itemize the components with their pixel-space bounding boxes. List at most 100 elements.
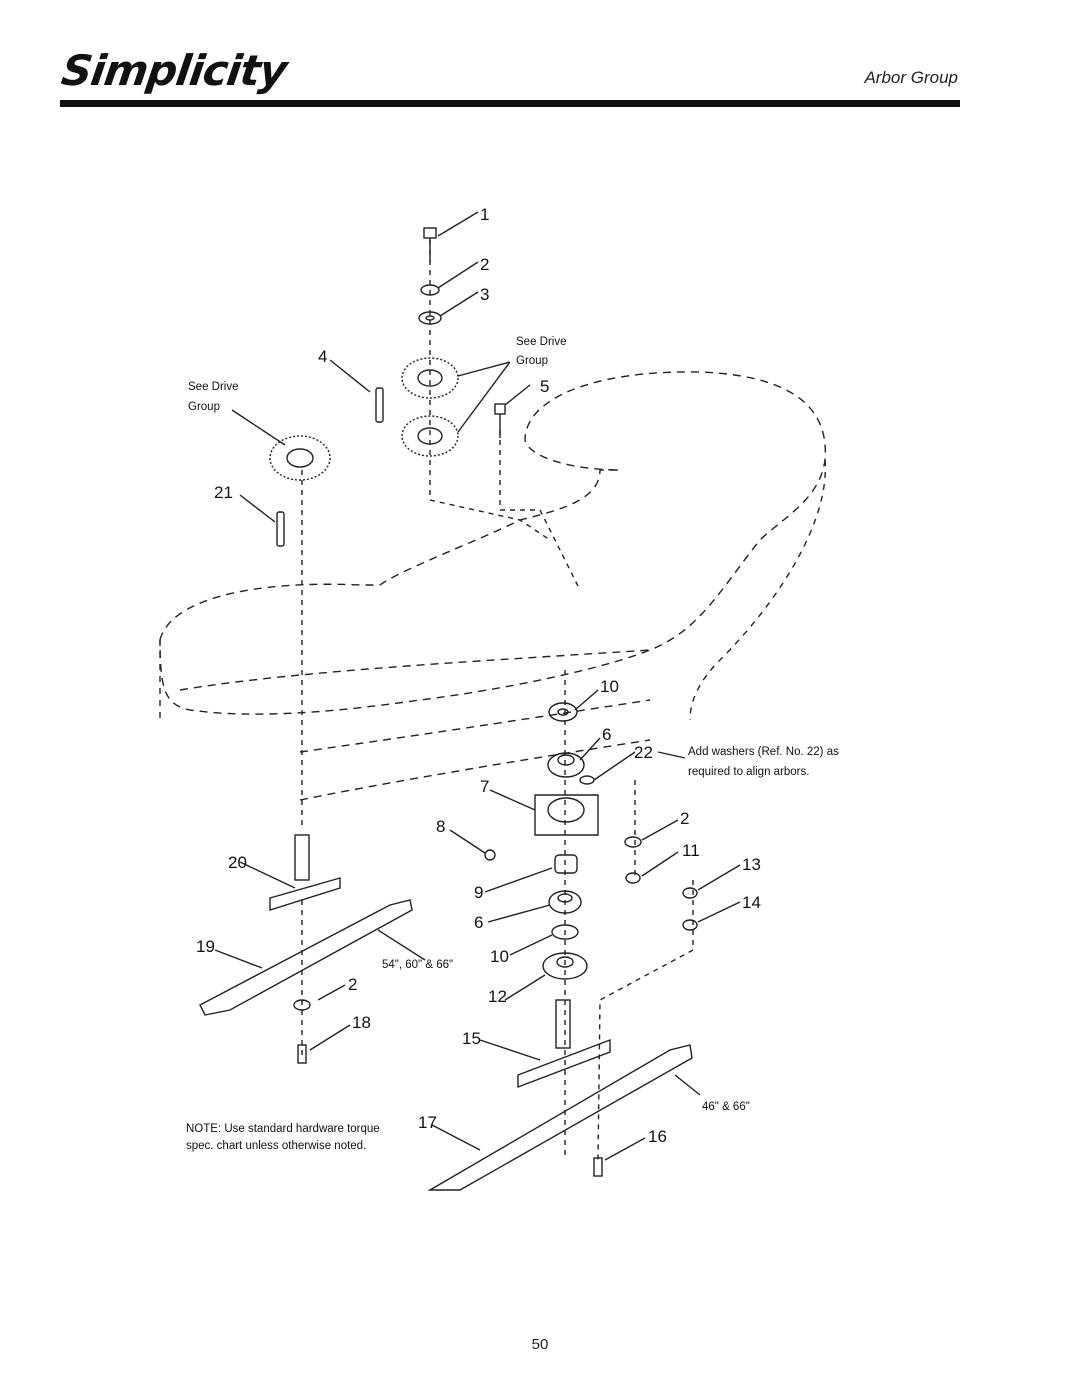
see-drive-label-right-1: See Drive (516, 336, 567, 348)
callout-21: 21 (214, 483, 233, 502)
bolt-5 (494, 403, 506, 415)
axis-link-center (429, 499, 551, 541)
leader-16 (604, 1137, 646, 1161)
axis-link-right (597, 949, 694, 1161)
leader-18 (309, 1024, 351, 1051)
deck-right-edge (689, 459, 827, 721)
callout-5: 5 (540, 377, 549, 396)
leader-2 (437, 261, 479, 289)
leader-22 (593, 751, 636, 781)
spacer-10-upper (548, 702, 578, 722)
leader-5 (504, 384, 531, 406)
leader-see-drive-left (231, 409, 286, 446)
housing-7 (534, 794, 599, 836)
leader-17 (431, 1124, 481, 1151)
callout-10-lower: 10 (490, 947, 509, 966)
callout-15: 15 (462, 1029, 481, 1048)
page-number: 50 (531, 1336, 549, 1353)
leader-see-drive-right-b (457, 361, 511, 433)
leader-blade-small (674, 1074, 701, 1096)
callout-8: 8 (436, 817, 445, 836)
callout-19: 19 (196, 937, 215, 956)
leader-4 (329, 359, 371, 393)
leader-12 (504, 974, 546, 1001)
leader-1 (437, 211, 479, 237)
callout-2: 2 (480, 255, 489, 274)
leader-11 (641, 851, 679, 877)
washer-3 (418, 311, 442, 325)
callout-6-lower: 6 (474, 913, 483, 932)
leader-13 (697, 864, 741, 891)
deck-outline (159, 371, 826, 715)
leader-21 (239, 494, 276, 523)
lock-washer-2 (420, 284, 440, 296)
washer-14 (682, 919, 698, 931)
leader-3 (439, 291, 479, 317)
callout-11: 11 (682, 841, 700, 860)
see-drive-label-left-2: Group (188, 401, 220, 413)
washer-13 (682, 887, 698, 899)
callout-13: 13 (742, 855, 761, 874)
callout-1: 1 (480, 205, 489, 224)
leader-9 (484, 867, 553, 893)
key-4 (375, 387, 384, 423)
axis-link-5 (499, 430, 581, 591)
leader-6 (579, 737, 601, 761)
nut-8 (484, 849, 496, 861)
leader-7 (489, 789, 536, 811)
torque-note: NOTE: Use standard hardware torque spec.… (186, 1123, 380, 1152)
callout-22: 22 (634, 743, 653, 762)
spindle-plate-15 (517, 1038, 611, 1089)
callout-12: 12 (488, 987, 507, 1006)
bolt-18 (297, 1044, 307, 1064)
spacer-10-lower (551, 924, 579, 940)
leader-2c (641, 819, 679, 841)
spindle-20 (294, 834, 310, 881)
bolt-16 (593, 1157, 603, 1177)
callout-2-left: 2 (348, 975, 357, 994)
callout-6: 6 (602, 725, 611, 744)
pulley-upper (401, 357, 459, 399)
callout-14: 14 (742, 893, 761, 912)
leader-10b (509, 934, 553, 956)
spindle-15 (555, 999, 571, 1049)
leader-8 (449, 829, 486, 854)
see-drive-label-right-2: Group (516, 355, 548, 367)
blade-19 (199, 899, 413, 1016)
deck-lower-edge (179, 649, 651, 801)
leader-20 (239, 861, 296, 889)
bushing-9 (554, 854, 578, 874)
washer-11 (625, 872, 641, 884)
callout-10: 10 (600, 677, 619, 696)
leader-14 (697, 901, 741, 923)
blade-size-label-large: 54", 60" & 66" (382, 959, 453, 971)
callout-4: 4 (318, 347, 327, 366)
leader-see-drive-right-a (457, 361, 511, 377)
callout-18: 18 (352, 1013, 371, 1032)
callout-16: 16 (648, 1127, 667, 1146)
callout-2-right: 2 (680, 809, 689, 828)
leader-10 (574, 689, 599, 711)
key-21 (276, 511, 285, 547)
leader-2b (317, 984, 346, 1001)
leader-15 (479, 1039, 541, 1061)
leader-19 (214, 949, 263, 969)
blade-17 (427, 1044, 693, 1191)
bolt-1 (423, 227, 437, 239)
washer-note-line-2: required to align arbors. (688, 766, 809, 778)
spindle-plate-20 (269, 877, 341, 911)
callout-3: 3 (480, 285, 489, 304)
section-title: Arbor Group (864, 68, 958, 87)
callout-17: 17 (418, 1113, 437, 1132)
leader-blade-large (377, 929, 426, 961)
blade-size-label-small: 46" & 66" (702, 1101, 750, 1113)
callout-9: 9 (474, 883, 483, 902)
hub-12 (542, 952, 588, 980)
washer-note-line-1: Add washers (Ref. No. 22) as (688, 746, 839, 758)
callout-20: 20 (228, 853, 247, 872)
leader-6b (487, 904, 551, 923)
washer-2-left (293, 999, 311, 1011)
bearing-6-lower (548, 890, 582, 914)
washer-2-right (624, 836, 642, 848)
